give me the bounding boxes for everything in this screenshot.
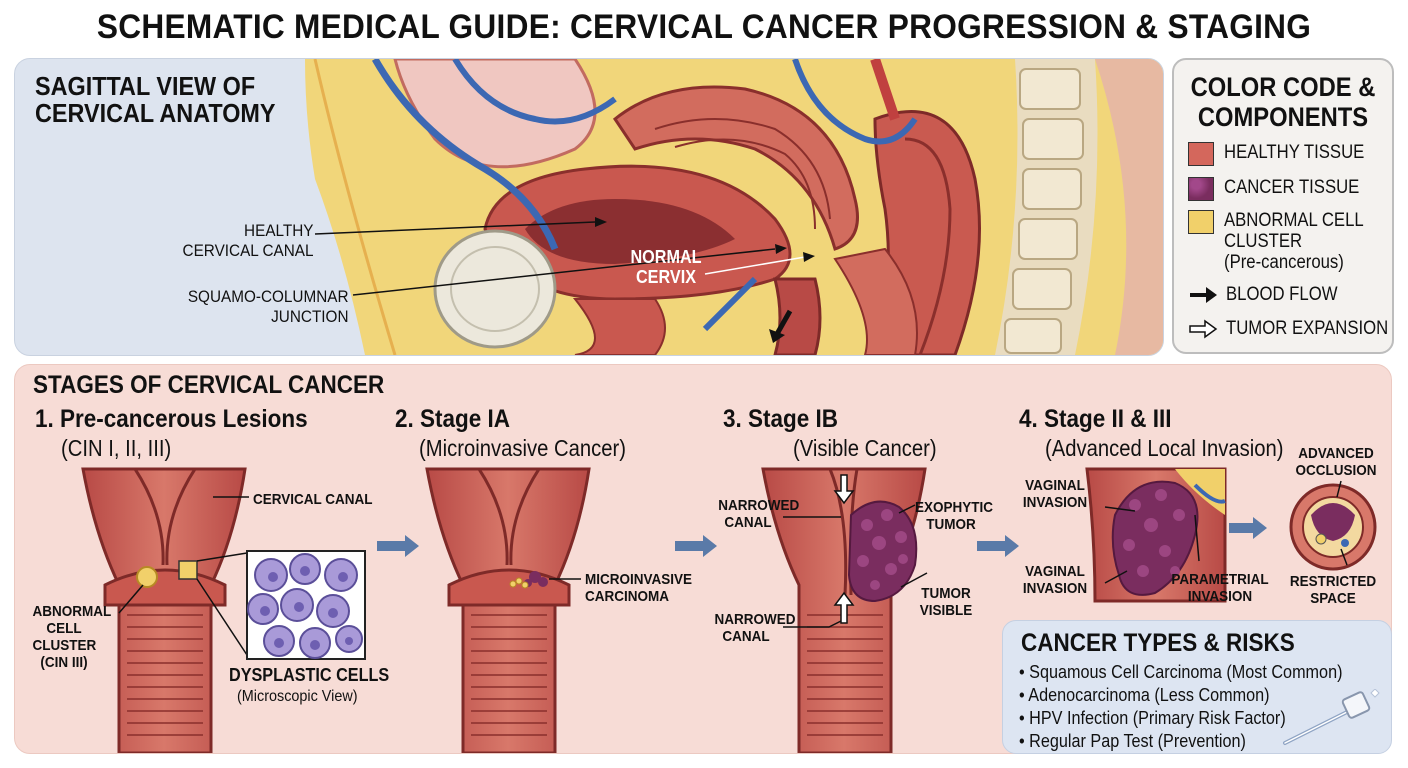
stages-illustration [81,467,1377,753]
cancer-swatch [1188,177,1214,201]
types-list: • Squamous Cell Carcinoma (Most Common) … [1019,661,1378,753]
stage1-cervix [81,467,249,753]
label-dysplastic-cells: DYSPLASTIC CELLS [229,665,390,685]
abnormal-swatch [1188,210,1214,234]
legend-item-tumor-expansion: TUMOR EXPANSION [1188,318,1392,340]
color-code-legend: COLOR CODE & COMPONENTS HEALTHY TISSUE C… [1172,58,1394,354]
sagittal-anatomy-illustration [305,59,1163,355]
stage1-subtitle: (CIN I, II, III) [61,435,172,461]
legend-item-healthy: HEALTHY TISSUE [1188,142,1383,166]
pap-smear-brush-icon [1283,689,1380,745]
list-item: • HPV Infection (Primary Risk Factor) [1019,708,1286,728]
sagittal-view-panel: SAGITTAL VIEW OF CERVICAL ANATOMY HEALTH… [14,58,1164,356]
label-healthy-cervical-canal: HEALTHY CERVICAL CANAL [182,221,313,260]
legend-title: COLOR CODE & COMPONENTS [1190,72,1376,132]
occlusion-cross-section [1289,480,1377,571]
stage3-title: 3. Stage IB [723,405,839,433]
stage1-title: 1. Pre-cancerous Lesions [35,405,308,433]
list-item: • Regular Pap Test (Prevention) [1019,731,1246,751]
stage4-cervix [1085,467,1227,603]
stage3-cervix [761,467,928,753]
cancer-types-panel: CANCER TYPES & RISKS • Squamous Cell Car… [1002,620,1392,754]
stage3-subtitle: (Visible Cancer) [793,435,937,461]
types-heading: CANCER TYPES & RISKS [1021,629,1295,657]
page-title: SCHEMATIC MEDICAL GUIDE: CERVICAL CANCER… [96,8,1312,46]
stage4-title: 4. Stage II & III [1019,405,1172,433]
hollow-arrow-icon [1189,319,1218,339]
stage2-cervix [425,467,591,753]
label-squamo-columnar-junction: SQUAMO-COLUMNAR JUNCTION [188,287,349,326]
label-microscopic-view: (Microscopic View) [237,688,358,705]
healthy-swatch [1188,142,1214,166]
legend-item-cancer: CANCER TISSUE [1188,177,1378,201]
stage2-title: 2. Stage IA [395,405,511,433]
label-cervical-canal: CERVICAL CANAL [253,491,373,508]
label-normal-cervix: NORMAL CERVIX [630,247,702,287]
black-arrow-icon [1190,287,1217,303]
stage4-subtitle: (Advanced Local Invasion) [1045,435,1284,461]
list-item: • Adenocarcinoma (Less Common) [1019,685,1270,705]
stages-heading: STAGES OF CERVICAL CANCER [33,371,385,399]
list-item: • Squamous Cell Carcinoma (Most Common) [1019,662,1343,682]
stage2-subtitle: (Microinvasive Cancer) [419,435,626,461]
microscopic-cells [246,550,366,660]
sagittal-heading: SAGITTAL VIEW OF CERVICAL ANATOMY [35,71,276,128]
legend-item-abnormal: ABNORMAL CELL CLUSTER (Pre-cancerous) [1188,210,1383,273]
legend-item-blood-flow: BLOOD FLOW [1188,284,1353,306]
